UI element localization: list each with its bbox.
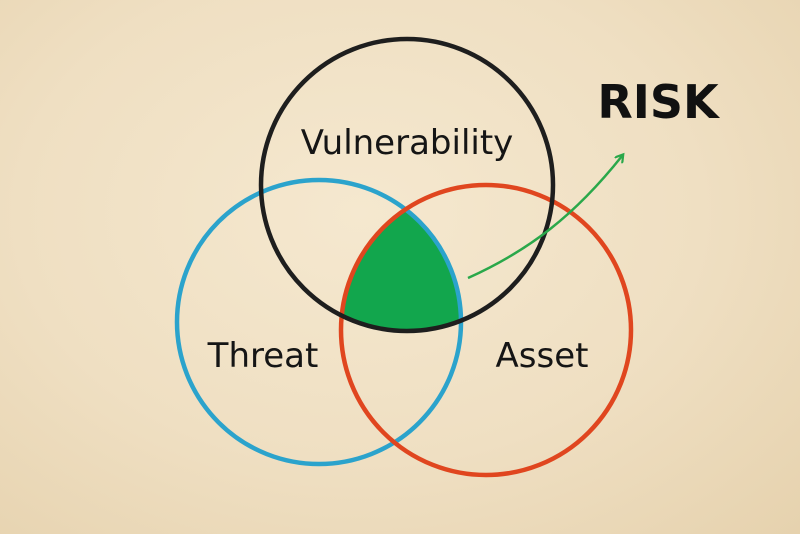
vulnerability-label: Vulnerability xyxy=(301,123,514,163)
asset-circle xyxy=(338,182,634,478)
risk-label: RISK xyxy=(597,75,721,129)
threat-label: Threat xyxy=(207,336,319,376)
asset-label: Asset xyxy=(496,336,589,376)
vulnerability-circle xyxy=(258,36,556,334)
arrow-icon xyxy=(467,156,622,280)
